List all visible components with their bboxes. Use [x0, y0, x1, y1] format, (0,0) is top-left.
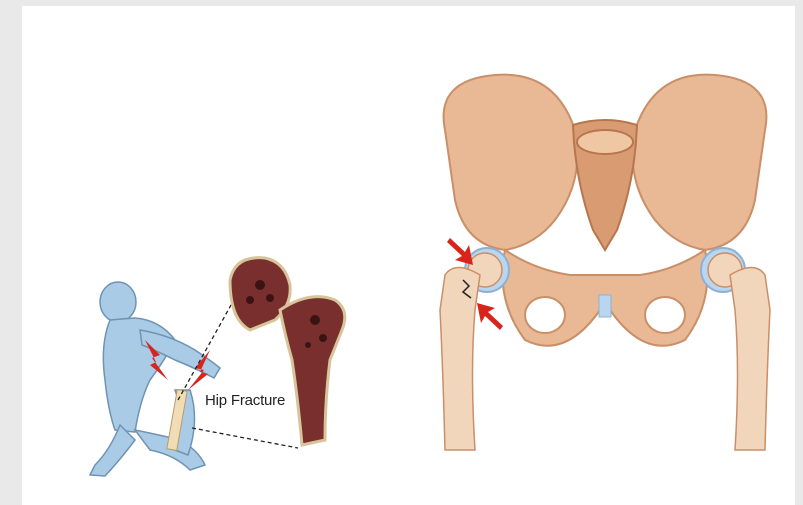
- femur-left-icon: [440, 253, 502, 450]
- pelvis-illustration: [425, 70, 785, 455]
- fall-illustration: [80, 250, 380, 490]
- pelvis-icon: [444, 75, 767, 346]
- margin-right: [795, 0, 803, 505]
- margin-top: [0, 0, 803, 6]
- femur-section-icon: [230, 258, 345, 445]
- hip-fracture-label: Hip Fracture: [205, 392, 285, 409]
- margin-left: [0, 0, 22, 505]
- femur-right-icon: [708, 253, 770, 450]
